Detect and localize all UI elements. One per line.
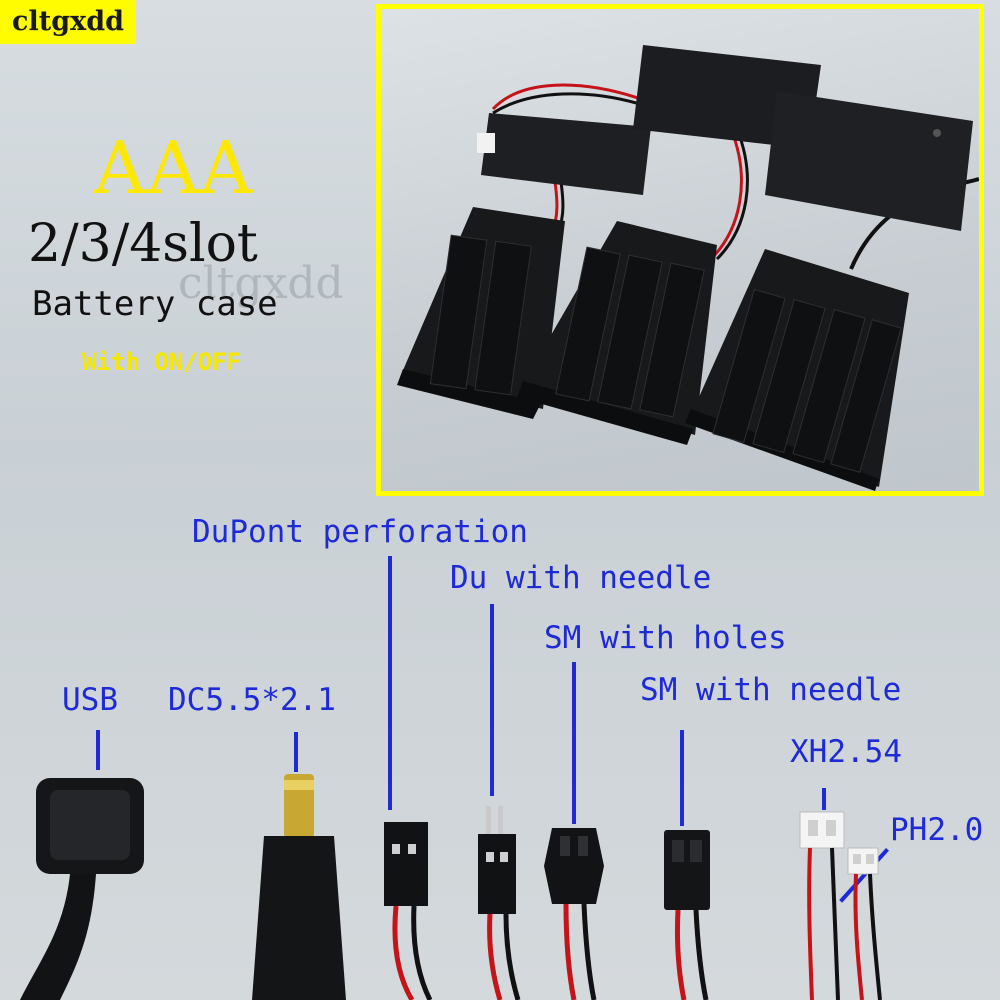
label-dc: DC5.5*2.1 [168, 682, 336, 718]
dc-connector [252, 774, 346, 1000]
label-xh: XH2.54 [790, 734, 902, 770]
callout-line-dupont-perforation [388, 556, 392, 810]
dupont-perforation-connector [384, 822, 433, 1000]
label-sm-holes: SM with holes [544, 620, 787, 656]
usb-connector [20, 778, 144, 1000]
callout-line-sm-holes [572, 662, 576, 824]
headline-battery-size: AAA [94, 126, 253, 210]
label-dupont-perforation: DuPont perforation [192, 514, 528, 550]
ph-connector [847, 847, 882, 1000]
battery-case-photo [376, 4, 984, 496]
brand-badge: cltgxdd [0, 0, 136, 44]
callout-line-du-needle [490, 604, 494, 796]
du-needle-connector [478, 806, 521, 1000]
headline-slot-count: 2/3/4slot [28, 214, 258, 274]
battery-cases-illustration [397, 45, 979, 491]
watermark-left: cltgxdd [178, 258, 344, 309]
lid-connector-white [477, 133, 495, 153]
sm-needle-connector [664, 830, 710, 1000]
label-ph: PH2.0 [890, 812, 984, 848]
xh-connector [799, 811, 845, 1000]
callout-line-usb [96, 730, 100, 770]
label-du-needle: Du with needle [450, 560, 712, 596]
headline-switch-note: With ON/OFF [82, 348, 241, 376]
label-sm-needle: SM with needle [640, 672, 902, 708]
sm-holes-connector [544, 828, 604, 1000]
label-usb: USB [62, 682, 118, 718]
headline-product: Battery case [32, 284, 278, 324]
callout-line-sm-needle [680, 730, 684, 826]
callout-line-dc [294, 732, 298, 772]
callout-line-xh [822, 788, 826, 810]
